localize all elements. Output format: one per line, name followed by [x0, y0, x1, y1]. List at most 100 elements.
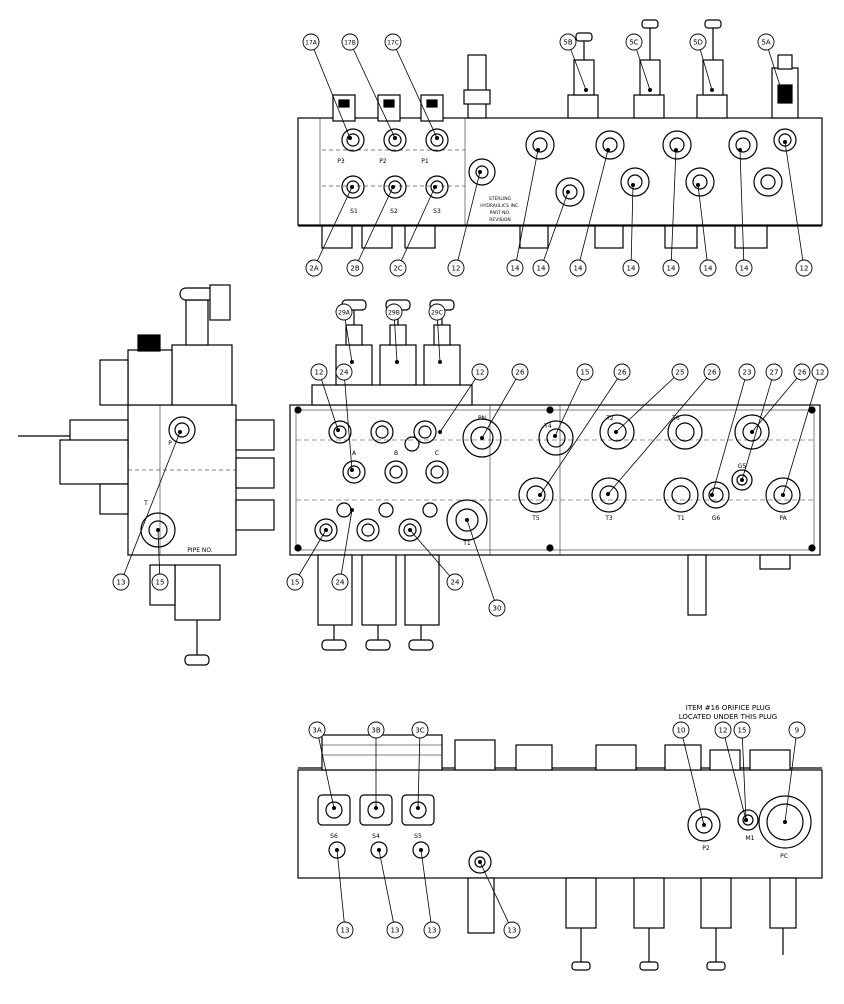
leader-line: [567, 41, 587, 91]
callout-top-12: 12: [447, 259, 465, 277]
leader-line: [539, 371, 623, 496]
callout-leaders: [120, 41, 821, 931]
port-label-side: T: [143, 500, 148, 507]
leader-line: [722, 729, 747, 821]
leader-dot: [349, 507, 354, 512]
callout-top-5a: 5A: [757, 33, 775, 51]
callout-middle-15: 15: [286, 573, 304, 591]
callout-top-14: 14: [735, 259, 753, 277]
callout-label: 14: [537, 265, 546, 273]
leader-dot: [390, 184, 395, 189]
port-label-bottom: S5: [414, 833, 422, 840]
callout-middle-29a: 29A: [335, 303, 353, 321]
leader-dot: [750, 429, 755, 434]
port-label-middle: PN: [478, 415, 486, 422]
leader-dot: [434, 135, 439, 140]
callout-middle-12: 12: [310, 363, 328, 381]
port-label-side: P: [168, 440, 172, 447]
leader-line: [439, 371, 481, 433]
callout-bottom-3a: 3A: [308, 721, 326, 739]
leader-dot: [606, 147, 611, 152]
callout-label: 13: [391, 927, 400, 935]
leader-line: [420, 849, 433, 931]
callout-top-5c: 5C: [625, 33, 643, 51]
port-label-middle: T4: [543, 423, 552, 430]
callout-label: 24: [451, 579, 460, 587]
port-label-top_plate: HYDRAULICS INC.: [480, 203, 519, 209]
port-label-side: PIPE NO.: [187, 547, 213, 554]
leader-line: [711, 371, 748, 496]
callout-top-2b: 2B: [346, 259, 364, 277]
callout-label: 3B: [371, 727, 380, 735]
leader-line: [741, 729, 747, 821]
leader-dot: [349, 184, 354, 189]
leader-dot: [437, 359, 442, 364]
leader-dot: [349, 467, 354, 472]
leader-dot: [696, 182, 701, 187]
callout-label: 14: [740, 265, 749, 273]
bottom-manifold-body: [297, 769, 823, 879]
callout-label: 12: [719, 727, 728, 735]
leader-dot: [155, 528, 160, 533]
leader-dot: [566, 189, 571, 194]
callout-middle-27: 27: [765, 363, 783, 381]
port-label-middle: T3: [604, 515, 613, 522]
callout-label: 17B: [344, 40, 356, 47]
leader-line: [316, 729, 335, 809]
port-label-top: P3: [337, 158, 345, 165]
leader-dot: [418, 848, 423, 853]
leader-dot: [744, 818, 749, 823]
middle-view: [289, 299, 821, 651]
leader-dot: [648, 88, 653, 93]
callout-label: 26: [798, 369, 807, 377]
callout-top-12: 12: [795, 259, 813, 277]
leader-dot: [323, 528, 328, 533]
port-label-top_plate: STERLING: [489, 196, 512, 202]
callout-label: 13: [341, 927, 350, 935]
port-label-middle: B: [394, 450, 398, 457]
callout-label: 14: [511, 265, 520, 273]
leader-dot: [407, 528, 412, 533]
leader-dot: [392, 135, 397, 140]
bottom-view: [297, 734, 823, 971]
leader-line: [310, 41, 351, 139]
leader-dot: [437, 429, 442, 434]
callout-bottom-13: 13: [336, 921, 354, 939]
callout-bottom-12: 12: [714, 721, 732, 739]
leader-line: [157, 529, 161, 583]
note-line-2: LOCATED UNDER THIS PLUG: [679, 713, 777, 721]
side-port-t: [140, 512, 176, 548]
port-label-middle: T5: [531, 515, 540, 522]
top-port-row-1: [341, 128, 797, 160]
callout-middle-29b: 29B: [385, 303, 403, 321]
callout-middle-26: 26: [703, 363, 721, 381]
leader-line: [294, 529, 327, 583]
callout-middle-24: 24: [446, 573, 464, 591]
callout-middle-26: 26: [511, 363, 529, 381]
port-label-bottom: M1: [746, 835, 755, 842]
leader-line: [349, 41, 396, 139]
leader-dot: [584, 88, 589, 93]
leader-dot: [347, 135, 352, 140]
callout-label: 23: [743, 369, 752, 377]
leader-line: [739, 149, 745, 269]
callout-middle-29c: 29C: [428, 303, 446, 321]
callout-label: 26: [516, 369, 525, 377]
callout-label: 12: [452, 265, 461, 273]
callout-label: 29C: [431, 310, 443, 317]
callout-label: 5B: [563, 39, 572, 47]
leader-line: [336, 849, 346, 931]
port-label-middle: T2: [605, 415, 614, 422]
leader-line: [479, 861, 513, 931]
callout-label: 12: [800, 265, 809, 273]
port-label-bottom: PC: [780, 853, 788, 860]
callout-top-14: 14: [532, 259, 550, 277]
callout-top-14: 14: [699, 259, 717, 277]
callout-label: 9: [795, 727, 799, 735]
callout-side-15: 15: [151, 573, 169, 591]
callout-label: 17C: [387, 40, 399, 47]
callout-top-14: 14: [506, 259, 524, 277]
callout-middle-15: 15: [576, 363, 594, 381]
